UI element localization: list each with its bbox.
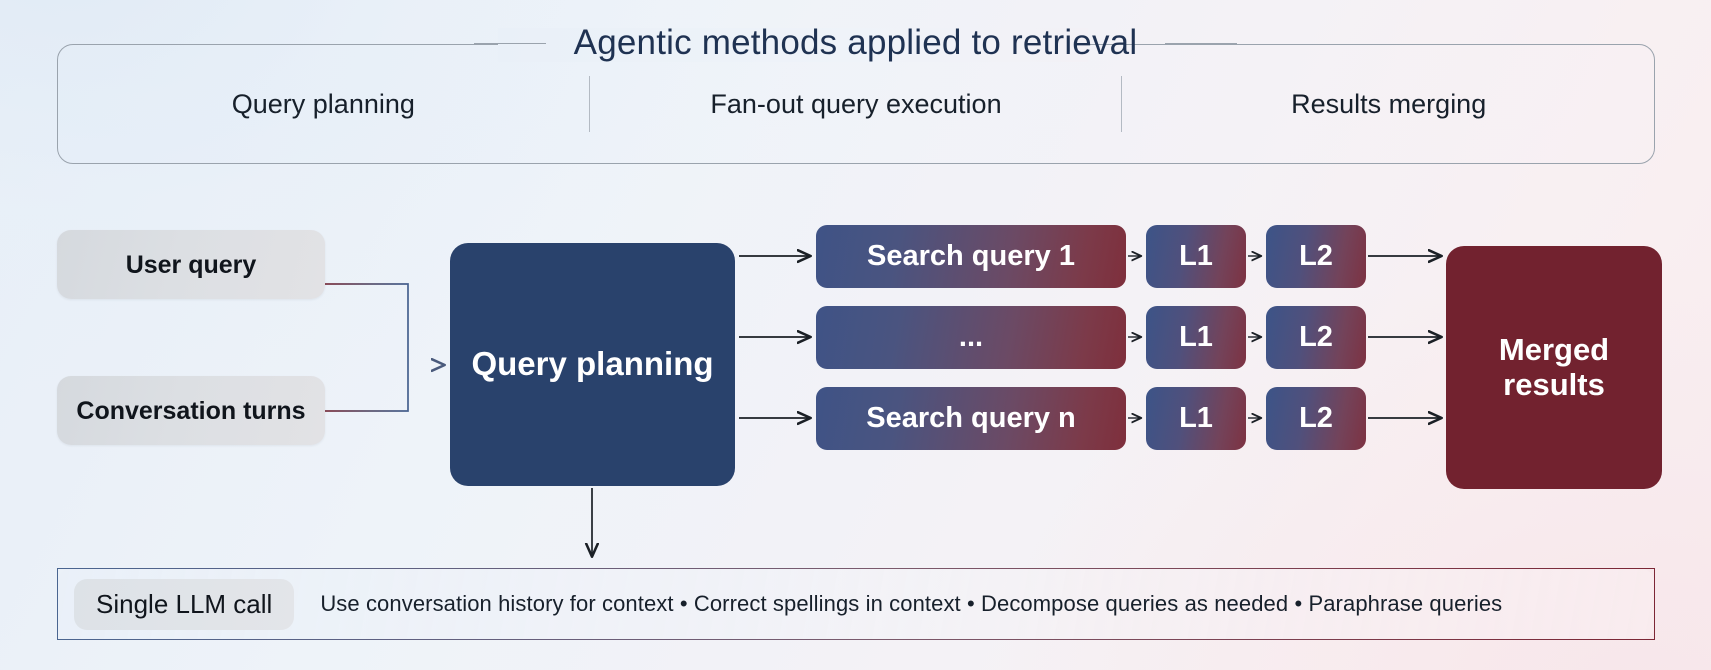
node-query-planning[interactable]: Query planning: [450, 243, 735, 486]
node-label: L1: [1179, 321, 1213, 354]
wire-inputs-to-planner: [325, 283, 444, 412]
header-panel: [57, 44, 1655, 164]
node-label: L1: [1179, 402, 1213, 435]
header-column-fan-out-query-execution: Fan-out query execution: [590, 76, 1123, 132]
node-user-query[interactable]: User query: [57, 230, 325, 299]
header-column-label: Fan-out query execution: [710, 88, 1002, 119]
node-label: Search query 1: [867, 240, 1075, 273]
header-columns: Query planning Fan-out query execution R…: [57, 44, 1655, 164]
node-label: ...: [958, 321, 984, 354]
node-l2-row-3[interactable]: L2: [1266, 387, 1366, 450]
header-title-backdrop: [498, 28, 1088, 62]
wire-l2-to-merged: [1368, 256, 1441, 418]
wire-l1-to-l2: [1248, 256, 1261, 418]
single-llm-call-badge: Single LLM call: [74, 578, 295, 630]
header-column-divider: [1121, 76, 1123, 132]
node-label: L2: [1299, 402, 1333, 435]
node-label: Conversation turns: [76, 396, 306, 425]
node-l2-row-2[interactable]: L2: [1266, 306, 1366, 369]
node-l1-row-1[interactable]: L1: [1146, 225, 1246, 288]
node-l1-row-2[interactable]: L1: [1146, 306, 1246, 369]
header-column-label: Results merging: [1291, 88, 1487, 119]
header-column-divider: [588, 76, 590, 132]
node-label: L2: [1299, 321, 1333, 354]
footer-bullet-list: Use conversation history for context • C…: [320, 591, 1503, 616]
wire-query-to-l1: [1128, 256, 1141, 418]
header-column-label: Query planning: [231, 88, 415, 119]
node-label: Search query n: [866, 402, 1076, 435]
node-l1-row-3[interactable]: L1: [1146, 387, 1246, 450]
node-label: Query planning: [471, 345, 714, 383]
node-label: User query: [125, 250, 257, 279]
header-column-results-merging: Results merging: [1122, 89, 1655, 120]
node-search-query-1[interactable]: Search query 1: [816, 225, 1126, 288]
node-l2-row-1[interactable]: L2: [1266, 225, 1366, 288]
node-label: Merged results: [1498, 331, 1610, 402]
node-search-query-ellipsis[interactable]: ...: [816, 306, 1126, 369]
wire-planner-to-queries: [739, 256, 810, 418]
header-column-query-planning: Query planning: [57, 76, 590, 132]
footer-panel: Single LLM call Use conversation history…: [57, 568, 1655, 640]
node-label: L2: [1299, 240, 1333, 273]
node-conversation-turns[interactable]: Conversation turns: [57, 376, 325, 445]
node-search-query-n[interactable]: Search query n: [816, 387, 1126, 450]
node-label: L1: [1179, 240, 1213, 273]
node-merged-results[interactable]: Merged results: [1446, 246, 1662, 489]
